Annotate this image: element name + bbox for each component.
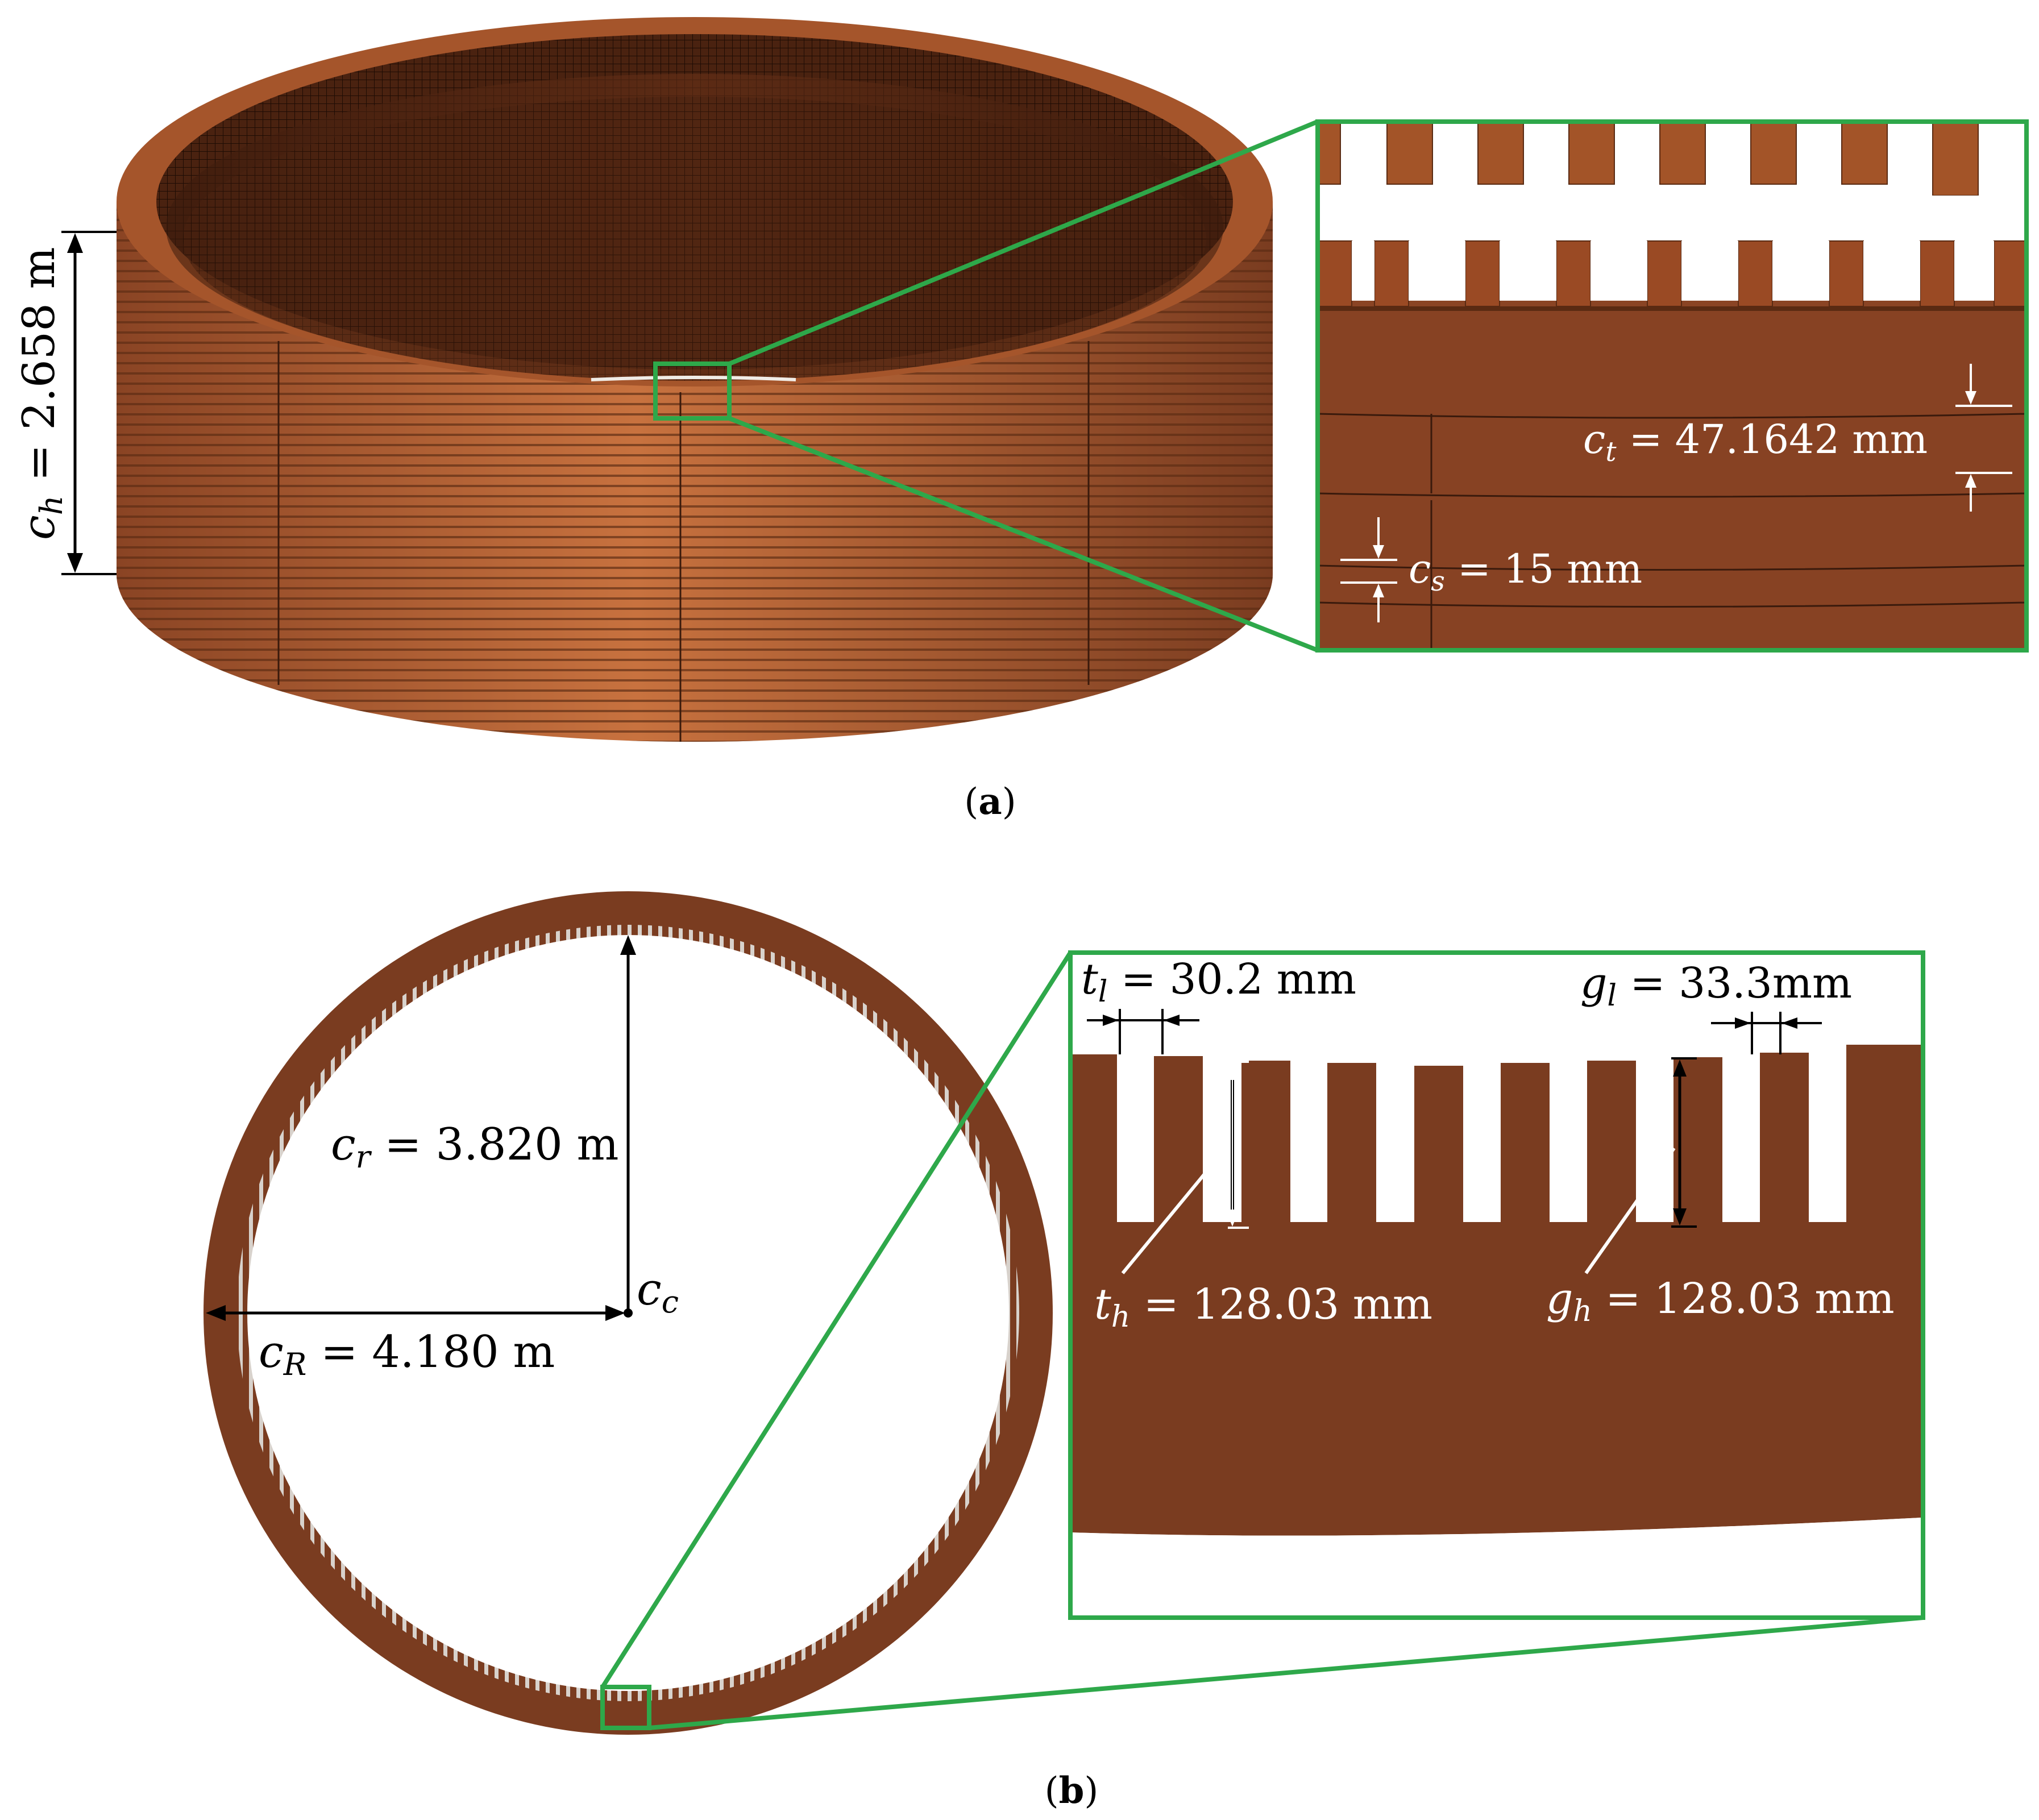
tooth-height-label: th = 128.03 mm xyxy=(1094,1280,1432,1334)
gap-height-label: gh = 128.03 mm xyxy=(1546,1274,1895,1328)
turn-thickness-dimension: ct = 47.1642 mm xyxy=(1583,364,2012,512)
zoom-source-box-b xyxy=(600,1685,651,1730)
zoom-frame-b xyxy=(1068,950,1925,1620)
center-label: cc xyxy=(637,1264,679,1320)
zoom-frame-a xyxy=(1315,119,2029,653)
spacer-label: cs = 15 mm xyxy=(1409,546,1642,597)
center-marker: cc xyxy=(624,1264,679,1320)
inner-radius-label: cr = 3.820 m xyxy=(331,1119,619,1175)
spacer-dimension: cs = 15 mm xyxy=(1340,517,1642,622)
inner-radius-dimension: cr = 3.820 m xyxy=(331,935,636,1313)
gap-length-label: gl = 33.3mm xyxy=(1580,959,1852,1013)
caption-b: (b) xyxy=(1045,1769,1099,1812)
coil-3d-view xyxy=(117,17,1273,742)
height-label: ch = 2.658 m xyxy=(14,247,69,540)
gap-length-dimension: gl = 33.3mm xyxy=(1580,959,1852,1054)
zoom-source-box-a xyxy=(653,361,732,421)
caption-a: (a) xyxy=(964,780,1016,823)
tooth-length-label: tl = 30.2 mm xyxy=(1081,955,1356,1009)
tooth-length-dimension: tl = 30.2 mm xyxy=(1081,955,1356,1054)
turn-thickness-label: ct = 47.1642 mm xyxy=(1583,416,1928,468)
outer-radius-dimension: cR = 4.180 m xyxy=(206,1305,625,1382)
height-dimension: ch = 2.658 m xyxy=(14,231,117,575)
gap-height-dimension: gh = 128.03 mm xyxy=(1546,1057,1895,1328)
zoom-panel-b xyxy=(1070,953,1923,1618)
zoom-panel-a xyxy=(1318,122,2026,650)
tooth-height-dimension: th = 128.03 mm xyxy=(1094,1061,1432,1334)
outer-radius-label: cR = 4.180 m xyxy=(259,1327,555,1382)
